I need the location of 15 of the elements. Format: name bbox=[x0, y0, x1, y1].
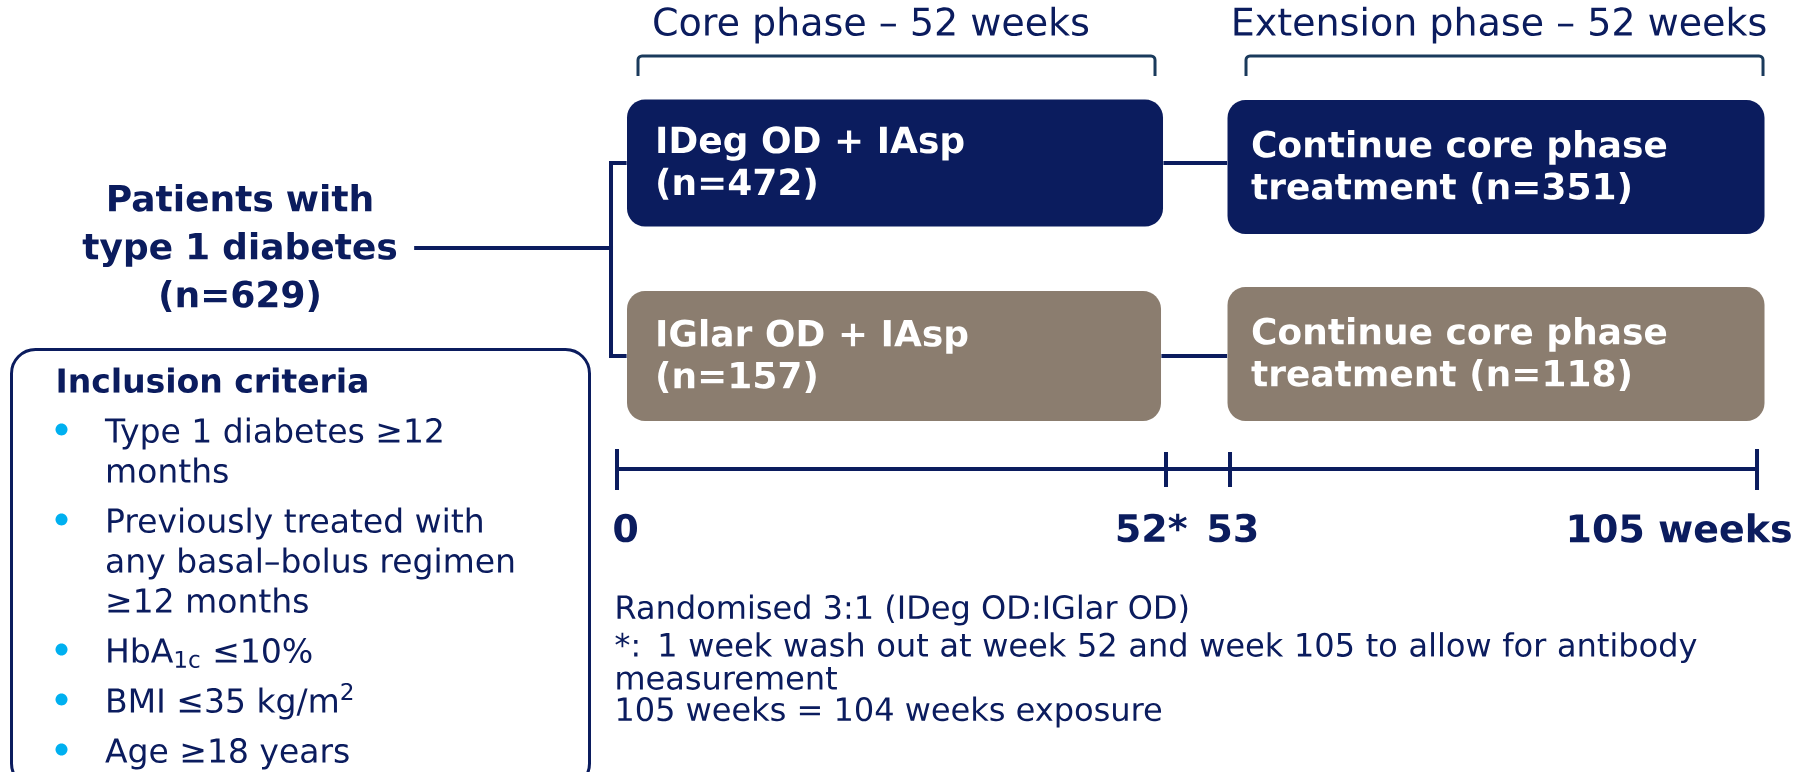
connector-line bbox=[414, 246, 627, 358]
week-label: 53 bbox=[1209, 513, 1257, 543]
phase-box: Continue core phase treatment (n=351) bbox=[1227, 100, 1765, 234]
week-label: 105 weeks bbox=[1569, 513, 1791, 543]
week-label: 52* bbox=[1117, 513, 1187, 543]
arm-box: IDeg OD + IAsp (n=472) bbox=[627, 99, 1163, 227]
arm-box: IGlar OD + IAsp (n=157) bbox=[627, 291, 1161, 421]
criteria-box: Inclusion criteria Type 1 diabetes ≥12 months Previously treated with any basal–bolus regimen ≥12 months HbA$_{1c}$ ≤10% BMI ≤35 kg/m$^{2}$ Age ≥18 years bbox=[10, 348, 591, 772]
phase-label: Core phase – 52 weeks bbox=[654, 6, 1089, 44]
connector-line bbox=[1161, 354, 1228, 358]
connector-line bbox=[1163, 161, 1228, 165]
population-label: Patients with type 1 diabetes (n=629) bbox=[82, 183, 397, 313]
week-label: 0 bbox=[614, 513, 638, 543]
phase-label: Extension phase – 52 weeks bbox=[1234, 6, 1766, 44]
phase-box: Continue core phase treatment (n=118) bbox=[1227, 287, 1765, 421]
